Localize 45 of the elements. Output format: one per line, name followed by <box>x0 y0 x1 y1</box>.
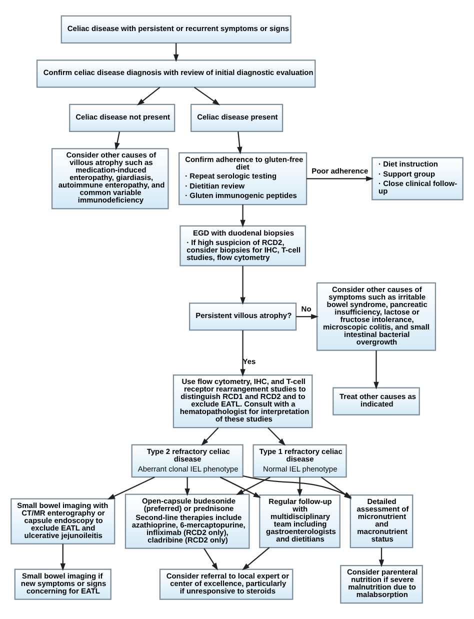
arrow <box>173 43 179 62</box>
edge-label: No <box>301 304 312 314</box>
arrow <box>268 427 286 446</box>
arrow <box>240 204 246 228</box>
arrow <box>201 427 219 446</box>
arrow <box>194 86 220 106</box>
arrow <box>114 131 120 150</box>
node-box: Type 2 refractory celiac disease Aberrant clonal IEL phenotype <box>131 444 244 478</box>
node-box: Consider other causes of symptoms such as irritable bowel syndrome, pancreatic insufficiency, lactose or fructose intolerance, microscopic colitis, and small intestinal bacterial overgrowth <box>316 282 436 351</box>
node-box: Open-capsule budesonide (preferred) or prednisone Second-line therapies include azathioprine, 6-mercaptopurine, infliximab (RCD2 only), cladribine (RCD2 only) <box>124 494 250 549</box>
arrow <box>242 475 352 498</box>
node-box: Consider other causes of villous atrophy such as medication-induced enteropathy, giardiasis, autoimmune enteropathy, and common variable immunodeficiency <box>51 148 169 210</box>
node-box: Celiac disease not present <box>69 104 176 132</box>
node-box: Celiac disease with persistent or recurrent symptoms or signs <box>60 15 292 44</box>
node-box: Small bowel imaging with CT/MR enterography or capsule endoscopy to exclude EATL and ulcerative jejunoileitis <box>10 498 116 544</box>
node-box: Confirm celiac disease diagnosis with review of initial diagnostic evaluation <box>36 60 316 88</box>
arrow <box>378 548 384 568</box>
node-box: Use flow cytometry, IHC, and T-cell receptor rearrangement studies to distinguish RCD1 and RCD2 and to exclude EATL. Consult with a hematopathologist for interpretation of these studies <box>172 374 313 428</box>
node-box: Regular follow-up with multidisciplinary team including gastroenterologists and dietitians <box>259 494 340 548</box>
node-box: Celiac disease present <box>190 104 284 132</box>
arrow <box>220 476 261 498</box>
node-box: EGD with duodenal biopsies · If high suspicion of RCD2, consider biopsies for IHC, T-cell studies, flow cytometry <box>180 225 306 266</box>
node-box: Treat other causes as indicated <box>332 387 420 416</box>
node-box: Detailed assessment of micronutrient and macronutrient status <box>350 494 414 548</box>
arrow <box>296 314 319 320</box>
node-box: Confirm adherence to gluten-free diet · Repeat serologic testing · Dietitian review · Gluten immunogenic peptides <box>178 152 308 206</box>
arrow <box>204 548 218 570</box>
arrow <box>60 544 66 571</box>
node-box: Small bowel imaging if new symptoms or signs concerning for EATL <box>14 568 112 600</box>
arrow <box>184 477 190 496</box>
node-box: Type 1 refractory celiac disease Normal IEL phenotype <box>252 444 347 478</box>
node-box: Persistent villous atrophy? <box>189 302 297 331</box>
arrow <box>236 476 270 496</box>
arrow <box>297 477 302 497</box>
node-box: · Diet instruction · Support group · Close clinical follow-up <box>372 157 464 200</box>
arrow <box>240 266 246 305</box>
arrow <box>306 176 374 182</box>
arrow <box>240 330 246 377</box>
edge-label: Poor adherence <box>312 166 368 176</box>
arrow <box>374 350 379 390</box>
arrow <box>237 132 242 154</box>
node-box: Consider parenteral nutrition if severe malnutrition due to malabsorption <box>340 564 423 604</box>
arrow <box>136 86 160 106</box>
arrow <box>242 547 270 570</box>
node-box: Consider referral to local expert or center of excellence, particularly if unresponsive to steroids <box>159 568 294 600</box>
